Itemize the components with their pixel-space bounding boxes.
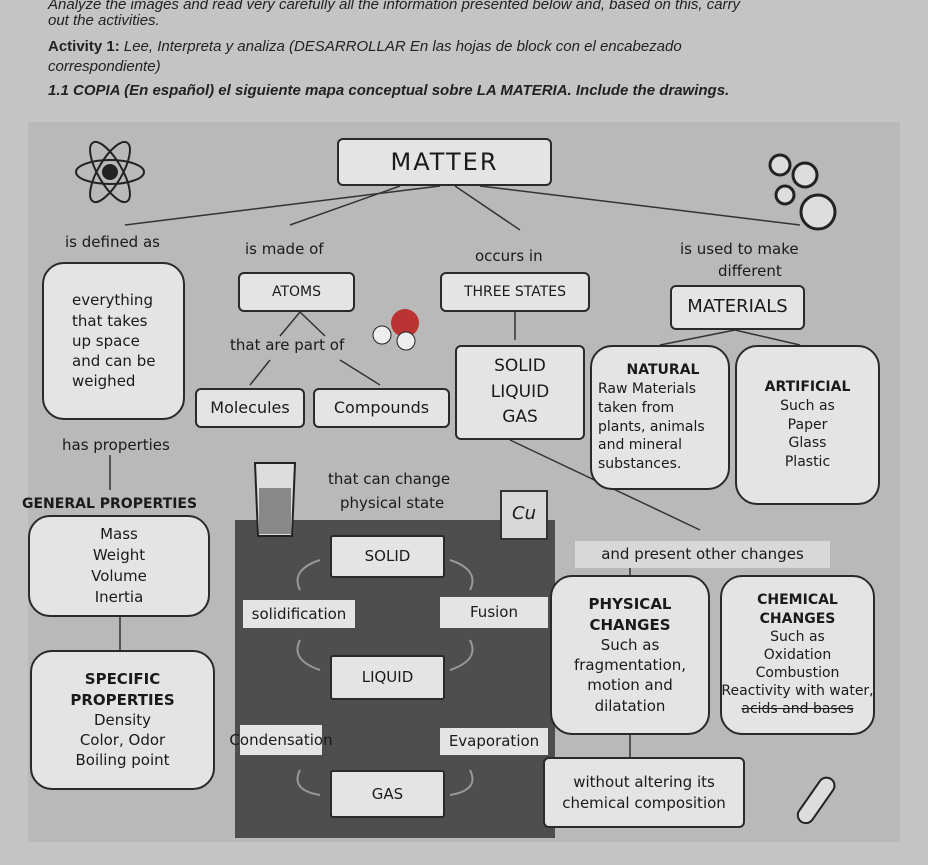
materials-box: MATERIALS bbox=[670, 285, 805, 330]
natural-line: plants, animals bbox=[598, 418, 705, 435]
condensation-label: Condensation bbox=[229, 725, 333, 755]
artificial-line: Such as bbox=[780, 397, 835, 414]
molecule-icon bbox=[768, 153, 837, 231]
link-occurs-in: occurs in bbox=[475, 247, 543, 265]
instruction-line-1: Analyze the images and read very careful… bbox=[48, 0, 741, 13]
artificial-line: Plastic bbox=[784, 454, 831, 471]
chemical-line: Such as bbox=[770, 628, 825, 645]
definition-line: that takes bbox=[72, 311, 148, 330]
link-physical-state: physical state bbox=[340, 494, 445, 512]
activity-text-2: correspondiente) bbox=[48, 58, 161, 75]
cycle-liquid-box: LIQUID bbox=[330, 655, 445, 700]
definition-line: and can be bbox=[72, 352, 156, 371]
property-item: Density bbox=[93, 710, 152, 729]
definition-line: up space bbox=[72, 331, 140, 350]
natural-box: NATURAL Raw Materials taken from plants, a… bbox=[590, 345, 730, 490]
link-is-defined-as: is defined as bbox=[65, 233, 160, 251]
natural-line: and mineral bbox=[598, 437, 683, 454]
copper-cube-icon: Cu bbox=[500, 490, 548, 540]
property-item: Boiling point bbox=[75, 751, 170, 770]
state-solid: SOLID bbox=[494, 356, 546, 377]
general-properties-title: GENERAL PROPERTIES bbox=[22, 496, 198, 512]
without-line: without altering its bbox=[573, 773, 715, 792]
chemical-line: Oxidation bbox=[763, 646, 832, 663]
activity-label: Activity 1: bbox=[48, 38, 120, 55]
property-item: Inertia bbox=[94, 588, 144, 606]
cycle-gas-box: GAS bbox=[330, 770, 445, 818]
solidification-label: solidification bbox=[243, 600, 355, 628]
test-tube-icon bbox=[796, 776, 836, 825]
physical-title: PHYSICAL bbox=[588, 595, 672, 614]
cycle-solid-box: SOLID bbox=[330, 535, 445, 578]
property-item: Volume bbox=[91, 567, 147, 585]
artificial-title: ARTIFICIAL bbox=[764, 378, 851, 395]
physical-line: dilatation bbox=[594, 696, 666, 715]
property-item: Mass bbox=[100, 525, 138, 543]
compounds-box: Compounds bbox=[313, 388, 450, 428]
three-states-box: THREE STATES bbox=[440, 272, 590, 312]
molecules-box: Molecules bbox=[195, 388, 305, 428]
property-item: Color, Odor bbox=[79, 731, 166, 750]
evaporation-label: Evaporation bbox=[440, 728, 548, 755]
natural-title: NATURAL bbox=[626, 361, 700, 378]
atom-icon bbox=[75, 140, 145, 204]
physical-title: CHANGES bbox=[589, 615, 671, 634]
link-is-used-to-make: is used to make bbox=[680, 240, 799, 258]
activity-1: Activity 1: Lee, Interpreta y analiza (D… bbox=[48, 38, 682, 55]
natural-line: Raw Materials bbox=[598, 380, 697, 397]
link-that-can-change: that can change bbox=[328, 470, 451, 488]
artificial-line: Glass bbox=[788, 435, 827, 452]
definition-line: everything bbox=[72, 291, 153, 310]
link-different: different bbox=[718, 262, 782, 280]
activity-text: Lee, Interpreta y analiza (DESARROLLAR E… bbox=[123, 38, 682, 55]
without-line: chemical composition bbox=[562, 793, 726, 812]
physical-line: motion and bbox=[587, 676, 673, 695]
artificial-line: Paper bbox=[787, 416, 828, 433]
states-box: SOLID LIQUID GAS bbox=[455, 345, 585, 440]
chemical-title: CHANGES bbox=[759, 610, 836, 627]
chemical-title: CHEMICAL bbox=[757, 592, 838, 609]
definition-line: weighed bbox=[72, 372, 136, 391]
chemical-line: acids and bases bbox=[741, 701, 854, 718]
atoms-box: ATOMS bbox=[238, 272, 355, 312]
state-gas: GAS bbox=[502, 407, 538, 428]
state-liquid: LIQUID bbox=[490, 381, 550, 402]
physical-line: Such as bbox=[600, 635, 660, 654]
link-other-changes: and present other changes bbox=[575, 541, 830, 568]
water-molecule-icon bbox=[372, 309, 419, 351]
matter-title-box: MATTER bbox=[337, 138, 552, 186]
natural-line: substances. bbox=[598, 456, 682, 473]
link-that-are-part-of: that are part of bbox=[230, 336, 345, 354]
instruction-line-2: out the activities. bbox=[48, 12, 160, 29]
chemical-line: Combustion bbox=[755, 665, 840, 682]
specific-title: PROPERTIES bbox=[70, 690, 175, 709]
natural-line: taken from bbox=[598, 399, 675, 416]
beaker-icon bbox=[253, 462, 297, 537]
chemical-line: Reactivity with water, bbox=[721, 683, 874, 700]
physical-line: fragmentation, bbox=[573, 656, 687, 674]
link-is-made-of: is made of bbox=[245, 240, 324, 258]
property-item: Weight bbox=[92, 546, 146, 564]
fusion-label: Fusion bbox=[440, 597, 548, 628]
specific-title: SPECIFIC bbox=[84, 670, 161, 689]
task-instruction: 1.1 COPIA (En español) el siguiente mapa… bbox=[48, 82, 730, 99]
link-has-properties: has properties bbox=[62, 436, 170, 454]
